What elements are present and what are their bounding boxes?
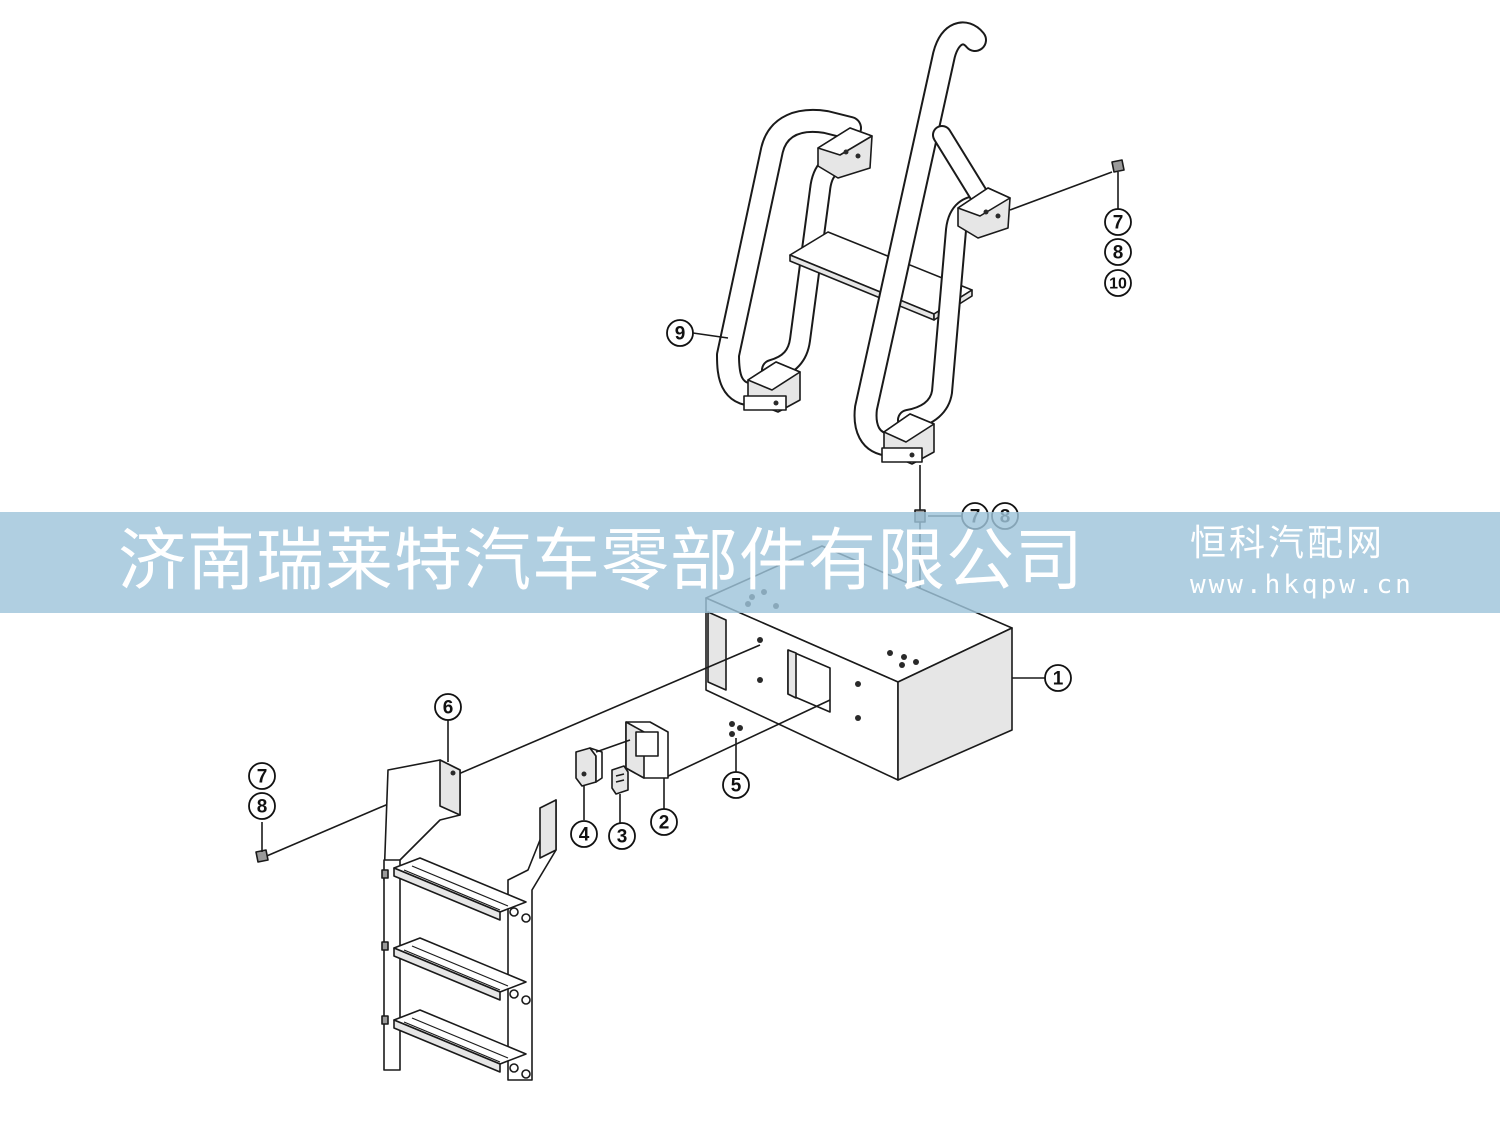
cover-plate <box>625 721 669 810</box>
callout-5-label: 5 <box>731 776 742 797</box>
callout-2-label: 2 <box>659 813 670 834</box>
step-1 <box>393 857 527 921</box>
lower-step-ladder <box>381 759 557 1081</box>
callout-6: 6 <box>434 693 462 721</box>
callout-9-label: 9 <box>675 324 686 345</box>
step-3 <box>393 1009 527 1073</box>
callout-7-left-label: 7 <box>257 767 268 788</box>
callout-6-label: 6 <box>443 698 454 719</box>
callout-8-left: 8 <box>248 792 276 820</box>
step-2 <box>393 937 527 1001</box>
callout-4: 4 <box>570 820 598 848</box>
callout-3: 3 <box>608 822 636 850</box>
callout-4-label: 4 <box>579 825 590 846</box>
callout-8-left-label: 8 <box>257 797 268 818</box>
watermark-site-name: 恒科汽配网 <box>1190 523 1386 564</box>
callout-1: 1 <box>1044 664 1072 692</box>
callout-3-label: 3 <box>617 827 628 848</box>
bolt-lower-left <box>255 822 269 863</box>
watermark-company-name: 济南瑞莱特汽车零部件有限公司 <box>118 522 1085 601</box>
watermark-band: 济南瑞莱特汽车零部件有限公司 恒科汽配网 www.hkqpw.cn <box>0 512 1500 613</box>
bolt-top-right <box>1009 159 1125 211</box>
callout-7-left: 7 <box>248 762 276 790</box>
upper-ladder <box>716 21 1011 465</box>
callout-9: 9 <box>666 319 694 347</box>
callout-5: 5 <box>722 771 750 799</box>
callout-8-top-label: 8 <box>1113 243 1124 264</box>
lock-latch <box>575 739 631 820</box>
callout-8-top: 8 <box>1104 238 1132 266</box>
callout-2: 2 <box>650 808 678 836</box>
callout-10-label: 10 <box>1109 276 1127 293</box>
watermark-url: www.hkqpw.cn <box>1190 570 1414 600</box>
callout-10: 10 <box>1104 269 1132 297</box>
callout-1-label: 1 <box>1053 669 1064 690</box>
callout-7-top: 7 <box>1104 208 1132 236</box>
callout-7-top-label: 7 <box>1113 213 1124 234</box>
clip <box>611 765 629 824</box>
